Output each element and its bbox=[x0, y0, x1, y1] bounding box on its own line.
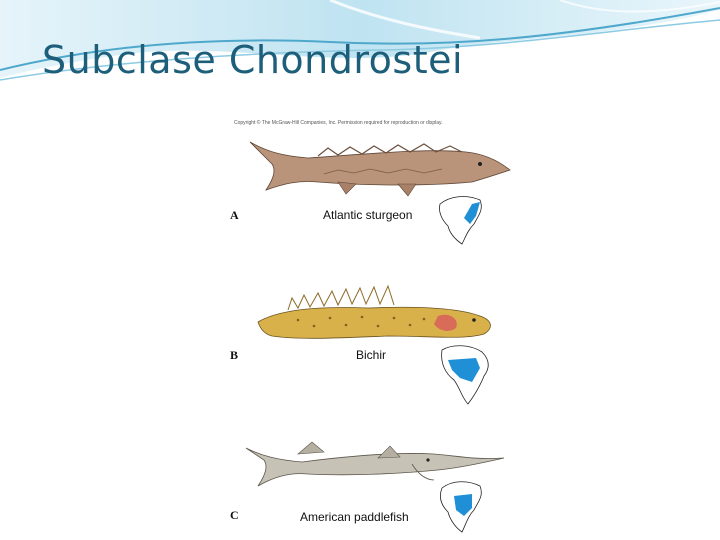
panel-letter-a: A bbox=[230, 208, 239, 222]
north-america-range-map bbox=[440, 481, 482, 533]
species-name-american-paddlefish: American paddlefish bbox=[300, 510, 409, 524]
panel-letter-b: B bbox=[230, 348, 239, 362]
panel-letter-c: C bbox=[230, 508, 239, 522]
species-name-atlantic-sturgeon: Atlantic sturgeon bbox=[323, 208, 413, 222]
sturgeon-illustration bbox=[249, 141, 511, 197]
north-america-range-map bbox=[439, 196, 482, 245]
africa-range-map bbox=[441, 345, 489, 405]
paddlefish-illustration bbox=[245, 441, 505, 487]
species-name-bichir: Bichir bbox=[356, 348, 387, 362]
fish-figure: Copyright © The McGraw-Hill Companies, I… bbox=[228, 112, 512, 540]
bichir-illustration bbox=[257, 284, 491, 339]
copyright-notice: Copyright © The McGraw-Hill Companies, I… bbox=[234, 120, 443, 126]
header-swoosh-decoration bbox=[0, 0, 720, 81]
slide-title: Subclase Chondrostei bbox=[42, 38, 464, 82]
